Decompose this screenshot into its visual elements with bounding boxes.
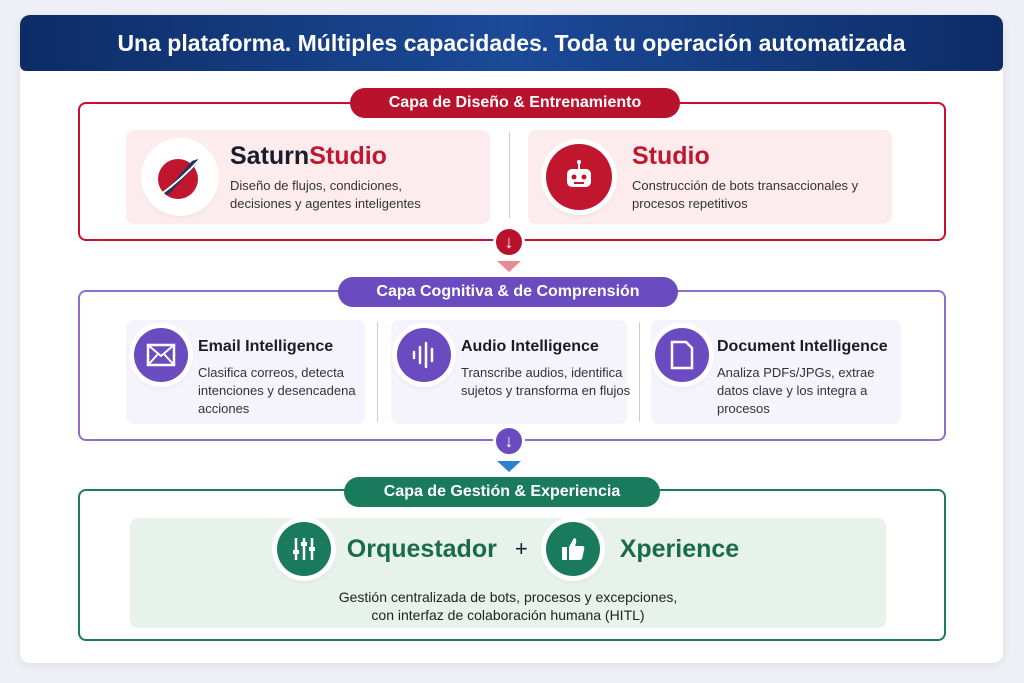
studio-desc: Construcción de bots transaccionales y p… — [632, 177, 859, 211]
saturn-studio-card: SaturnStudio Diseño de flujos, condicion… — [126, 130, 490, 224]
divider — [377, 322, 378, 422]
rocket-icon — [146, 143, 214, 211]
audio-desc: Transcribe audios, identifica sujetos y … — [461, 365, 631, 398]
document-title: Document Intelligence — [717, 338, 888, 355]
robot-icon — [546, 144, 612, 210]
divider — [639, 322, 640, 422]
orchestrator-xperience-card: Orquestador + Xperience Gestión centrali… — [130, 518, 886, 628]
email-title: Email Intelligence — [198, 338, 334, 355]
orquestador-title: Orquestador — [346, 534, 497, 563]
page-title: Una plataforma. Múltiples capacidades. T… — [20, 15, 1003, 71]
triangle-down-icon — [497, 261, 521, 272]
audio-wave-icon — [397, 328, 451, 382]
arrow-down-icon: ↓ — [493, 226, 525, 258]
triangle-down-icon — [497, 461, 521, 472]
arrow-down-icon: ↓ — [493, 425, 525, 457]
plus-sign: + — [514, 536, 528, 561]
audio-title: Audio Intelligence — [461, 338, 599, 355]
management-layer-label: Capa de Gestión & Experiencia — [344, 477, 660, 507]
studio-title: Studio — [309, 141, 387, 170]
management-desc: Gestión centralizada de bots, procesos y… — [338, 589, 678, 623]
divider — [509, 132, 510, 218]
cognitive-layer-label: Capa Cognitiva & de Comprensión — [338, 277, 678, 307]
document-desc: Analiza PDFs/JPGs, extrae datos clave y … — [717, 365, 875, 416]
design-layer-label: Capa de Diseño & Entrenamiento — [350, 88, 680, 118]
document-icon — [655, 328, 709, 382]
studio-card: Studio Construcción de bots transacciona… — [528, 130, 892, 224]
email-desc: Clasifica correos, detecta intenciones y… — [198, 365, 356, 416]
studio-title: Studio — [632, 141, 710, 170]
envelope-icon — [134, 328, 188, 382]
saturn-desc: Diseño de flujos, condiciones, decisione… — [230, 177, 421, 211]
xperience-title: Xperience — [619, 534, 740, 563]
saturn-title: Saturn — [230, 141, 310, 170]
sliders-icon — [276, 522, 331, 576]
thumbs-up-icon — [545, 522, 600, 576]
